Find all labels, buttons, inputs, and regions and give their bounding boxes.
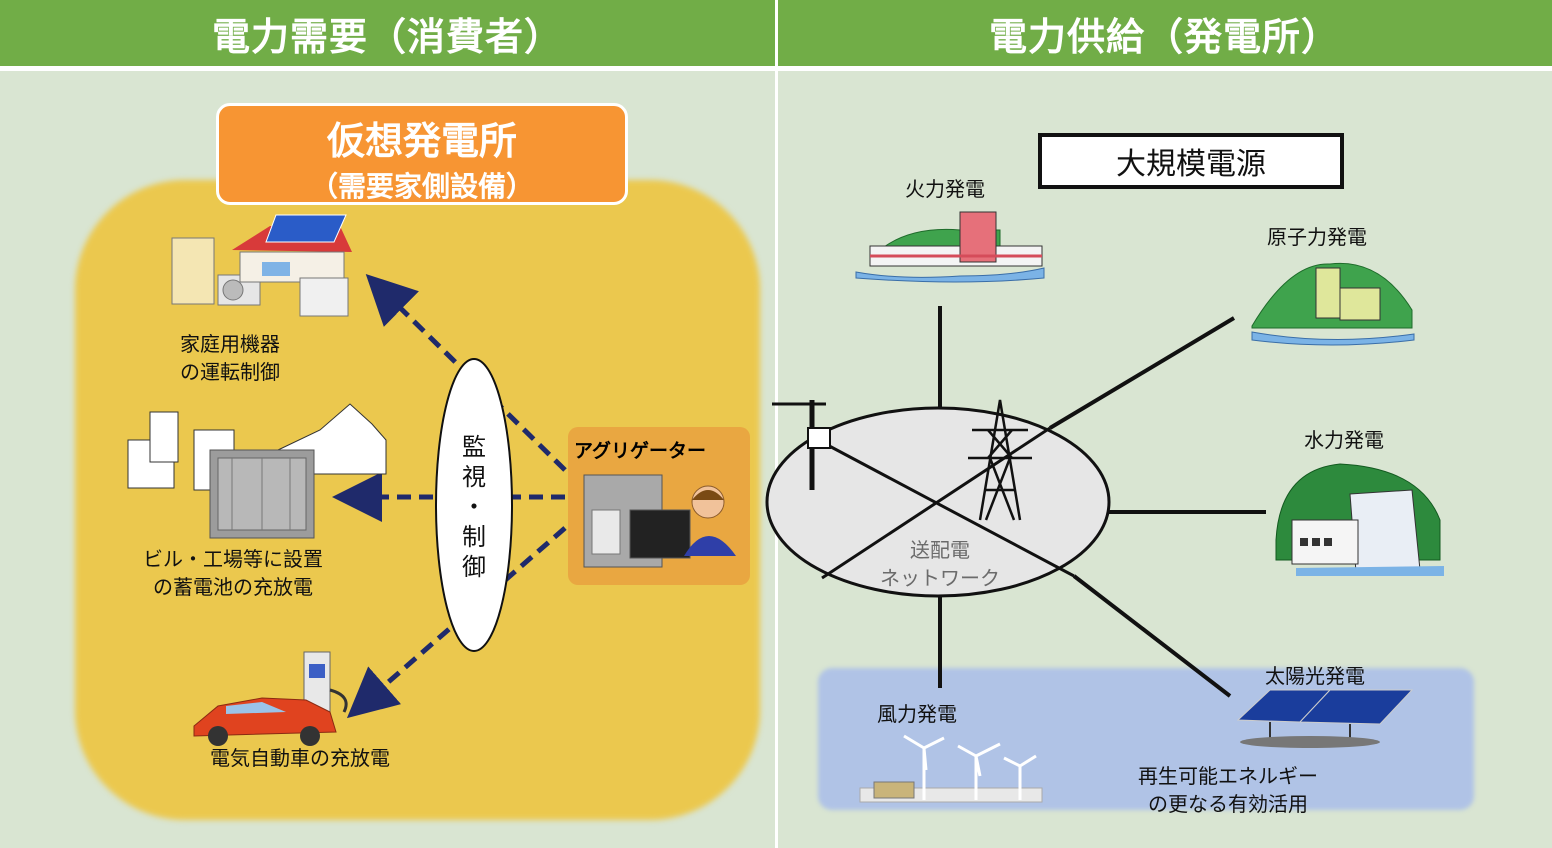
wind-label: 風力発電 xyxy=(877,702,957,726)
monitor-control-ellipse xyxy=(435,358,513,652)
header-supply: 電力供給（発電所） xyxy=(777,0,1552,66)
ev-label: 電気自動車の充放電 xyxy=(210,746,390,770)
nuclear-label: 原子力発電 xyxy=(1267,225,1367,249)
ev-charger-icon xyxy=(193,651,348,746)
nuclear-plant-icon xyxy=(1251,262,1415,346)
building-battery-icon xyxy=(127,403,387,539)
thermal-label: 火力発電 xyxy=(905,177,985,201)
aggregator-label: アグリゲーター xyxy=(574,440,707,462)
center-divider xyxy=(775,0,778,848)
header-demand: 電力需要（消費者） xyxy=(0,0,775,66)
vpp-title-box: 仮想発電所 （需要家側設備） xyxy=(216,103,628,205)
large-source-box: 大規模電源 xyxy=(1038,133,1344,189)
vpp-subtitle: （需要家側設備） xyxy=(309,170,534,203)
network-label: 送配電 ネットワーク xyxy=(880,538,1000,590)
network-diagonal-1 xyxy=(817,438,1075,578)
solar-label: 太陽光発電 xyxy=(1265,664,1365,688)
home-appliances-icon xyxy=(171,214,352,317)
home-appliance-label: 家庭用機器 の運転制御 xyxy=(180,332,280,384)
hydro-plant-icon xyxy=(1275,463,1444,576)
network-diagonal-2 xyxy=(821,426,1051,580)
vpp-title: 仮想発電所 xyxy=(326,119,517,163)
battery-label: ビル・工場等に設置 の蓄電池の充放電 xyxy=(143,547,323,599)
hydro-label: 水力発電 xyxy=(1304,428,1384,452)
pylon-icon xyxy=(968,399,1032,521)
renewable-label: 再生可能エネルギー の更なる有効活用 xyxy=(1138,764,1318,816)
wind-turbines-icon xyxy=(859,734,1043,803)
supply-connections xyxy=(938,306,1266,698)
thermal-plant-icon xyxy=(855,211,1045,283)
solar-panels-icon xyxy=(1236,689,1414,748)
monitor-control-label: 監 視 ・ 制 御 xyxy=(462,433,486,581)
utility-pole-icon xyxy=(772,400,831,490)
aggregator-computer-icon xyxy=(583,474,736,568)
